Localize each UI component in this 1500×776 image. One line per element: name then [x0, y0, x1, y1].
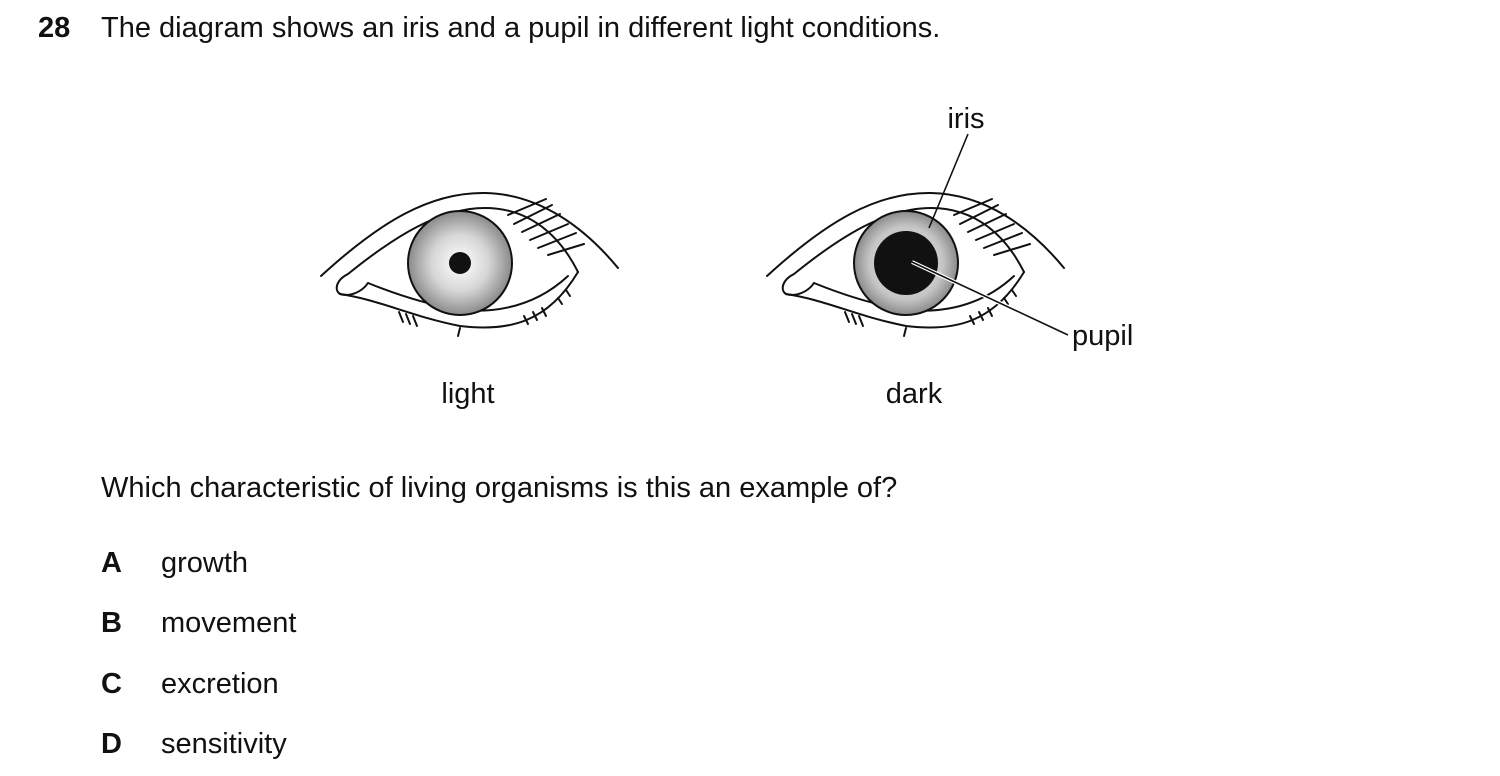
option-b[interactable]: B movement [101, 605, 296, 641]
question-number: 28 [38, 12, 71, 44]
light-label: light [441, 378, 494, 410]
option-d[interactable]: D sensitivity [101, 726, 287, 762]
iris-leader-line [928, 133, 969, 229]
option-a[interactable]: A growth [101, 545, 248, 581]
eye-light [320, 191, 619, 337]
iris-label: iris [947, 103, 984, 135]
question-prompt: Which characteristic of living organisms… [101, 472, 898, 504]
option-letter: D [101, 728, 122, 760]
pupil-label: pupil [1072, 320, 1133, 352]
question-stem: The diagram shows an iris and a pupil in… [101, 12, 941, 44]
option-letter: A [101, 547, 122, 579]
option-text: growth [161, 547, 249, 579]
option-text: excretion [161, 668, 279, 700]
option-letter: C [101, 668, 122, 700]
pupil-dark [874, 231, 938, 295]
option-text: sensitivity [161, 728, 287, 760]
option-letter: B [101, 607, 122, 639]
dark-label: dark [886, 378, 943, 410]
eye-diagram: iris pupil light dark [320, 103, 1133, 410]
option-text: movement [161, 607, 297, 639]
pupil-leader-line-core [911, 261, 1069, 336]
option-c[interactable]: C excretion [101, 666, 279, 702]
pupil-light [449, 252, 471, 274]
